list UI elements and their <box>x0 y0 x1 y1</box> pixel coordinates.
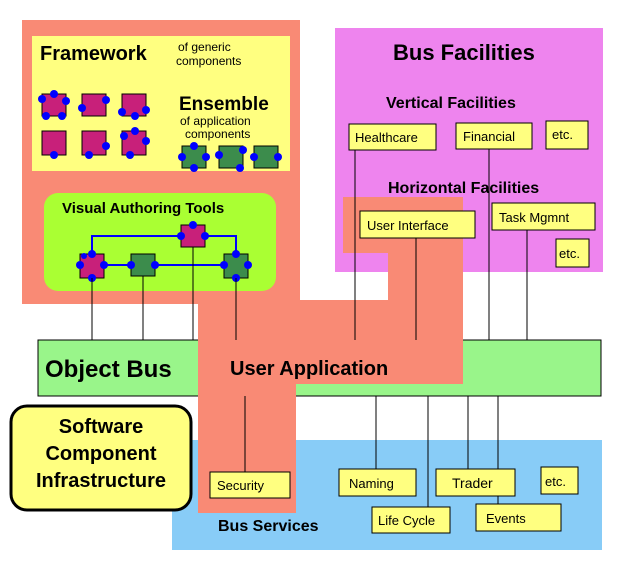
bus-services-title: Bus Services <box>218 518 319 535</box>
ensemble-title: Ensemble <box>179 94 269 115</box>
trader-label: Trader <box>452 475 493 491</box>
generic-components <box>38 90 150 159</box>
framework-title: Framework <box>40 43 148 65</box>
events-label: Events <box>486 511 526 526</box>
vertical-facilities-title: Vertical Facilities <box>386 95 516 112</box>
ensemble-subtitle-1: of application <box>180 114 251 128</box>
life-cycle-box <box>371 506 451 534</box>
vertical-etc-box <box>545 120 589 150</box>
life-cycle-label: Life Cycle <box>378 513 435 528</box>
user-interface-box <box>359 210 476 239</box>
healthcare-label: Healthcare <box>355 130 418 145</box>
bus-facilities-title: Bus Facilities <box>393 40 535 65</box>
services-etc-box <box>540 466 579 495</box>
user-application-label: User Application <box>230 358 388 380</box>
services-etc-label: etc. <box>545 474 566 489</box>
framework-subtitle-1: of generic <box>178 40 231 54</box>
vertical-etc-label: etc. <box>552 127 573 142</box>
task-mgmnt-box <box>491 202 596 231</box>
task-mgmnt-label: Task Mgmnt <box>499 210 569 225</box>
security-box <box>209 471 291 499</box>
visual-authoring-title: Visual Authoring Tools <box>62 200 224 217</box>
infrastructure-panel <box>9 404 193 512</box>
naming-box <box>338 468 417 497</box>
financial-box <box>455 122 533 150</box>
financial-label: Financial <box>463 129 515 144</box>
naming-label: Naming <box>349 476 394 491</box>
user-interface-label: User Interface <box>367 218 449 233</box>
horizontal-etc-label: etc. <box>559 246 580 261</box>
ensemble-subtitle-2: components <box>185 127 250 141</box>
healthcare-box <box>348 123 437 151</box>
infrastructure-line-1: Software <box>59 416 143 438</box>
authoring-components <box>76 221 252 282</box>
framework-subtitle-2: components <box>176 54 241 68</box>
infrastructure-line-2: Component <box>45 443 156 465</box>
application-components <box>178 142 282 172</box>
infrastructure-line-3: Infrastructure <box>36 470 166 492</box>
horizontal-etc-box <box>555 238 590 268</box>
connection-lines <box>91 149 528 507</box>
generic-component-icon <box>81 93 107 117</box>
generic-component-icon <box>81 130 107 156</box>
security-label: Security <box>217 478 264 493</box>
object-bus-label: Object Bus <box>45 356 172 383</box>
trader-box <box>435 468 516 497</box>
horizontal-facilities-title: Horizontal Facilities <box>388 180 539 197</box>
events-box <box>475 503 562 532</box>
